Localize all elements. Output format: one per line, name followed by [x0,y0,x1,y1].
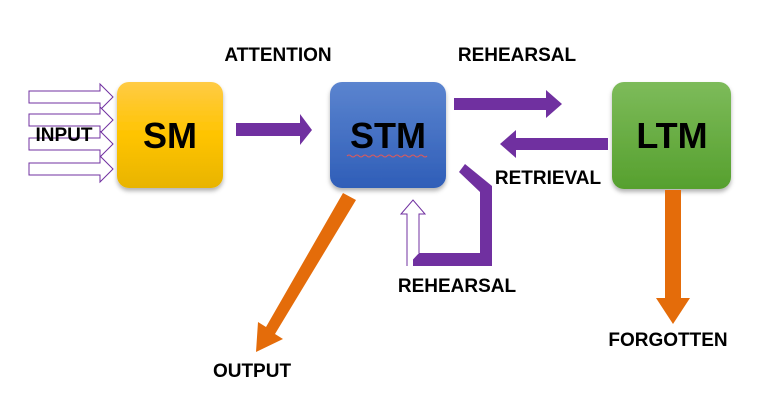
attention-label: ATTENTION [224,45,331,66]
rehearsal-top-label: REHEARSAL [458,45,577,66]
input-label: INPUT [36,125,93,146]
forgotten-label: FORGOTTEN [608,330,727,351]
input-arrow [28,129,114,159]
output-arrow [256,193,356,352]
input-arrow [28,82,114,112]
attention-arrow [236,114,312,145]
input-arrows [28,82,114,184]
stm-label: STM [350,115,426,156]
retrieval-arrow [500,130,608,158]
sm-box: SM [117,82,223,188]
stm-box: STM [330,82,446,188]
rehearsal-loop-hollow-arrow [399,199,427,266]
ltm-label: LTM [636,115,707,156]
spellcheck-underline [346,154,428,158]
sm-label: SM [143,115,197,156]
ltm-box: LTM [612,82,731,189]
input-arrow [28,105,114,135]
rehearsal-loop-label: REHEARSAL [398,276,517,297]
output-label: OUTPUT [213,361,292,382]
rehearsal-arrow [454,90,562,118]
forgotten-arrow [656,190,690,324]
input-arrow [28,154,114,184]
rehearsal-loop-arrow [413,164,492,266]
retrieval-label: RETRIEVAL [495,168,602,189]
